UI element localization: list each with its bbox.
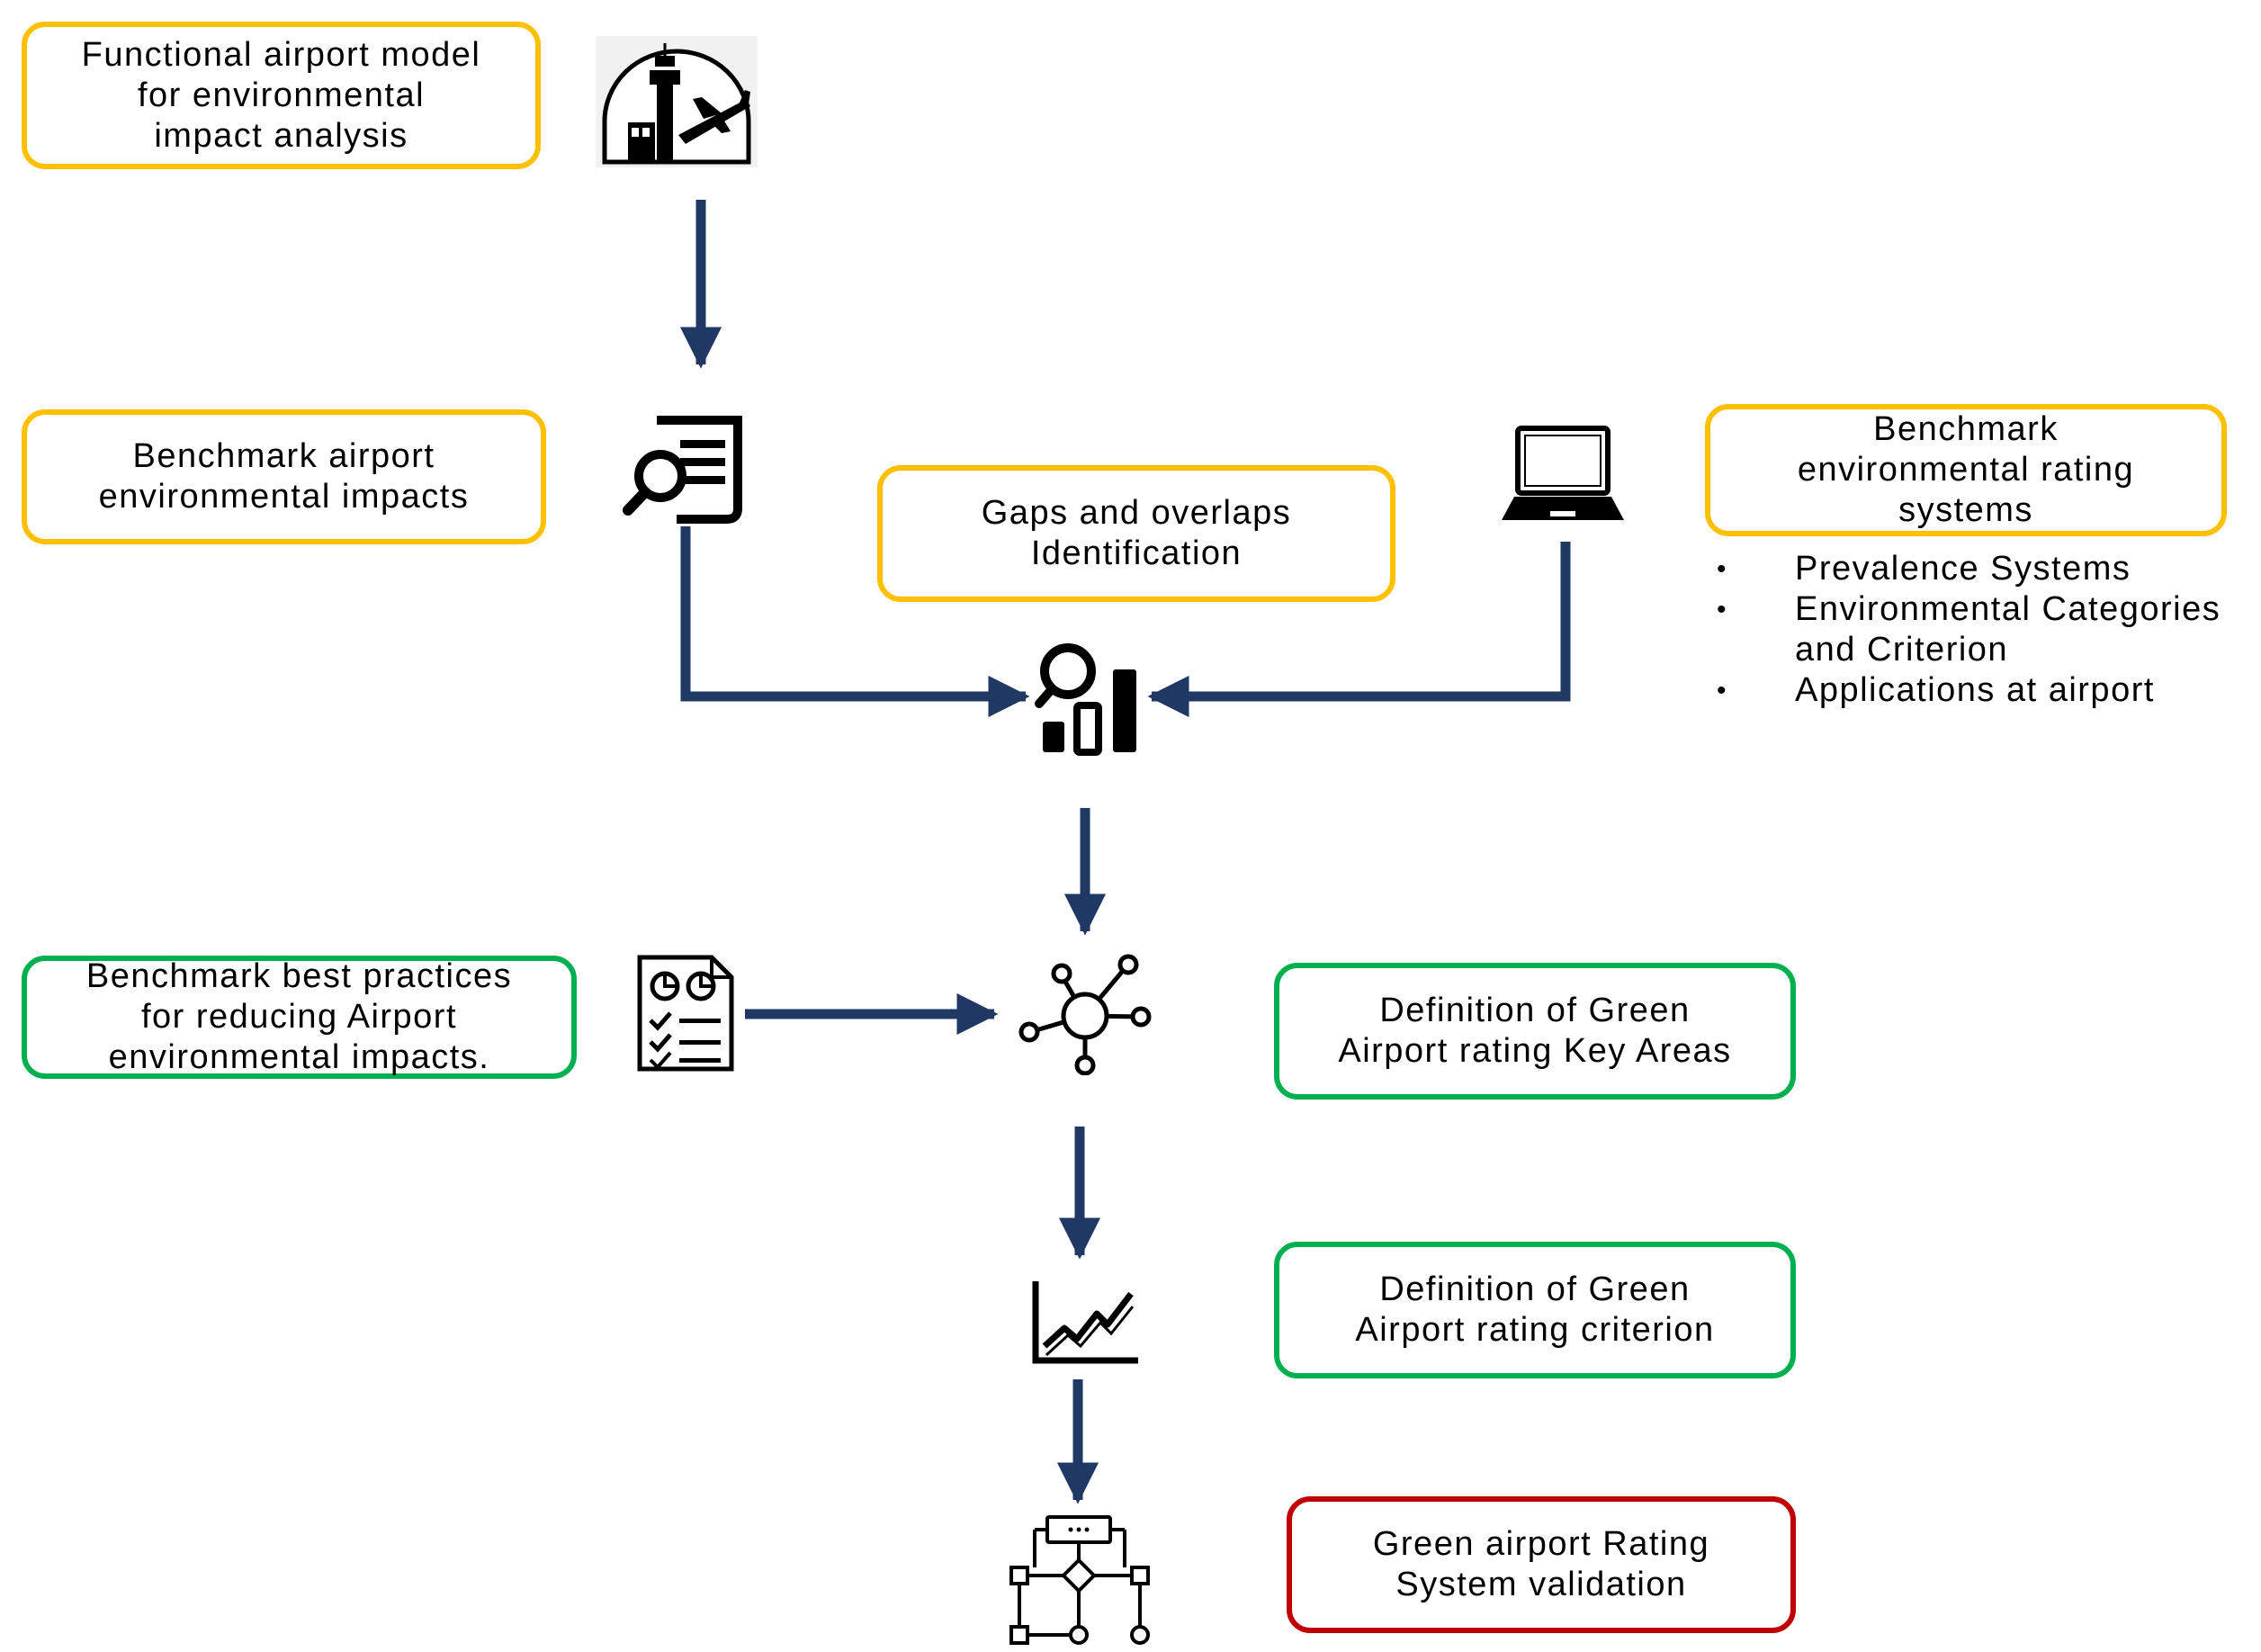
box-line: impact analysis (154, 116, 408, 155)
bullet-item: Applications at airport (1709, 670, 2249, 711)
line-chart-icon (1032, 1281, 1138, 1364)
box-line: System validation (1395, 1566, 1687, 1603)
box-line: environmental impacts. (108, 1038, 490, 1076)
benchmark-rating-box: Benchmark environmental rating systems (1705, 404, 2227, 536)
box-line: Gaps and overlaps (981, 494, 1292, 532)
box-line: Definition of Green (1379, 1270, 1691, 1308)
box-line: Airport rating criterion (1355, 1311, 1715, 1349)
rating-systems-bullet-list: Prevalence Systems Environmental Categor… (1709, 549, 2249, 711)
gaps-overlaps-box: Gaps and overlaps Identification (877, 465, 1395, 602)
box-line: systems (1898, 491, 2033, 529)
best-practices-box: Benchmark best practices for reducing Ai… (22, 956, 577, 1079)
box-line: environmental rating (1797, 451, 2135, 489)
arrow-laptop-to-analysis (1147, 542, 1571, 718)
laptop-icon (1502, 426, 1624, 520)
arrow-benchmark-to-analysis (680, 526, 1030, 718)
box-line: environmental impacts (98, 478, 470, 516)
box-line: Benchmark best practices (85, 957, 513, 995)
validation-box: Green airport Rating System validation (1287, 1496, 1796, 1633)
analytics-search-icon (1035, 643, 1136, 756)
functional-airport-model-box: Functional airport model for environment… (22, 22, 541, 169)
box-line: for environmental (137, 76, 426, 114)
network-hub-icon (1018, 954, 1152, 1075)
criterion-box: Definition of Green Airport rating crite… (1274, 1242, 1796, 1378)
key-areas-box: Definition of Green Airport rating Key A… (1274, 963, 1796, 1100)
box-line: Benchmark (1873, 410, 2059, 448)
box-line: Green airport Rating (1372, 1525, 1710, 1563)
benchmark-impacts-box: Benchmark airport environmental impacts (22, 409, 546, 544)
airport-tower-plane-icon (596, 36, 758, 167)
box-line: Benchmark airport (132, 437, 435, 475)
box-line: Functional airport model (81, 35, 481, 74)
search-document-icon (623, 416, 742, 524)
box-line: Airport rating Key Areas (1338, 1032, 1732, 1070)
checklist-report-icon (637, 955, 734, 1072)
box-line: Identification (1030, 534, 1243, 572)
box-line: Definition of Green (1379, 992, 1691, 1029)
bullet-item: Prevalence Systems (1709, 549, 2249, 589)
flowchart-icon (1009, 1515, 1150, 1645)
box-line: for reducing Airport (140, 998, 458, 1036)
